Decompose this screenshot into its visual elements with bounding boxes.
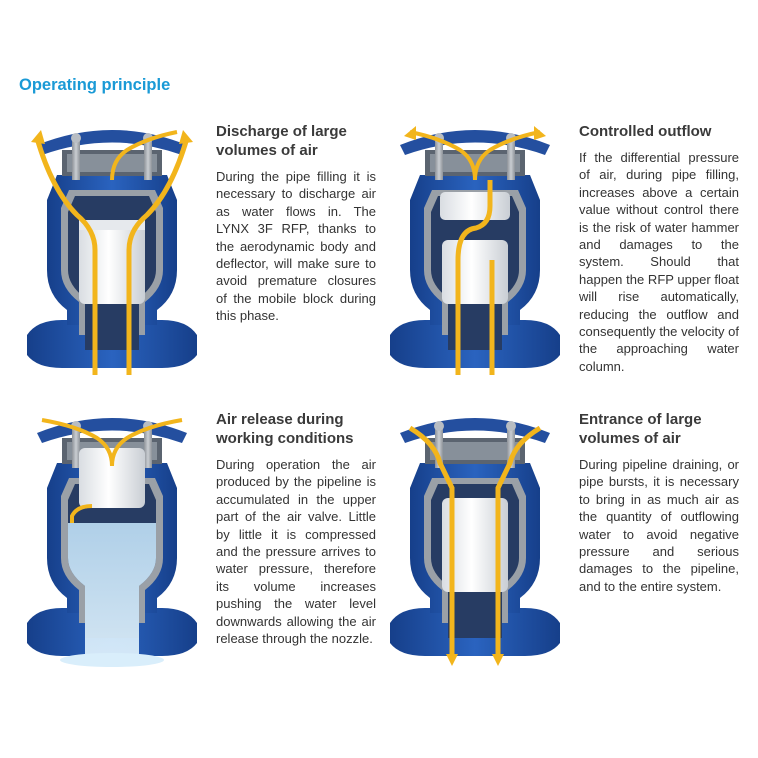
section-controlled-outflow: Controlled outflow If the differential p…: [579, 122, 739, 375]
section-body: During the pipe filling it is necessary …: [216, 169, 376, 324]
valve-illustration-air-release: [17, 408, 207, 668]
section-title: Discharge of large volumes of air: [216, 123, 347, 159]
valve-illustration-controlled-outflow: [380, 120, 570, 380]
section-title: Air release during working conditions: [216, 411, 354, 447]
section-air-release: Air release during working conditions Du…: [216, 410, 376, 647]
valve-illustration-discharge: [17, 120, 207, 380]
page-title: Operating principle: [19, 76, 171, 94]
section-body: During pipeline draining, or pipe bursts…: [579, 457, 739, 594]
section-air-entrance: Entrance of large volumes of air During …: [579, 410, 739, 595]
section-title: Controlled outflow: [579, 123, 712, 140]
valve-illustration-air-entrance: [380, 408, 570, 668]
section-body: During operation the air produced by the…: [216, 457, 376, 647]
section-discharge: Discharge of large volumes of air During…: [216, 122, 376, 325]
section-title: Entrance of large volumes of air: [579, 411, 702, 447]
section-body: If the differential pressure of air, dur…: [579, 150, 739, 374]
